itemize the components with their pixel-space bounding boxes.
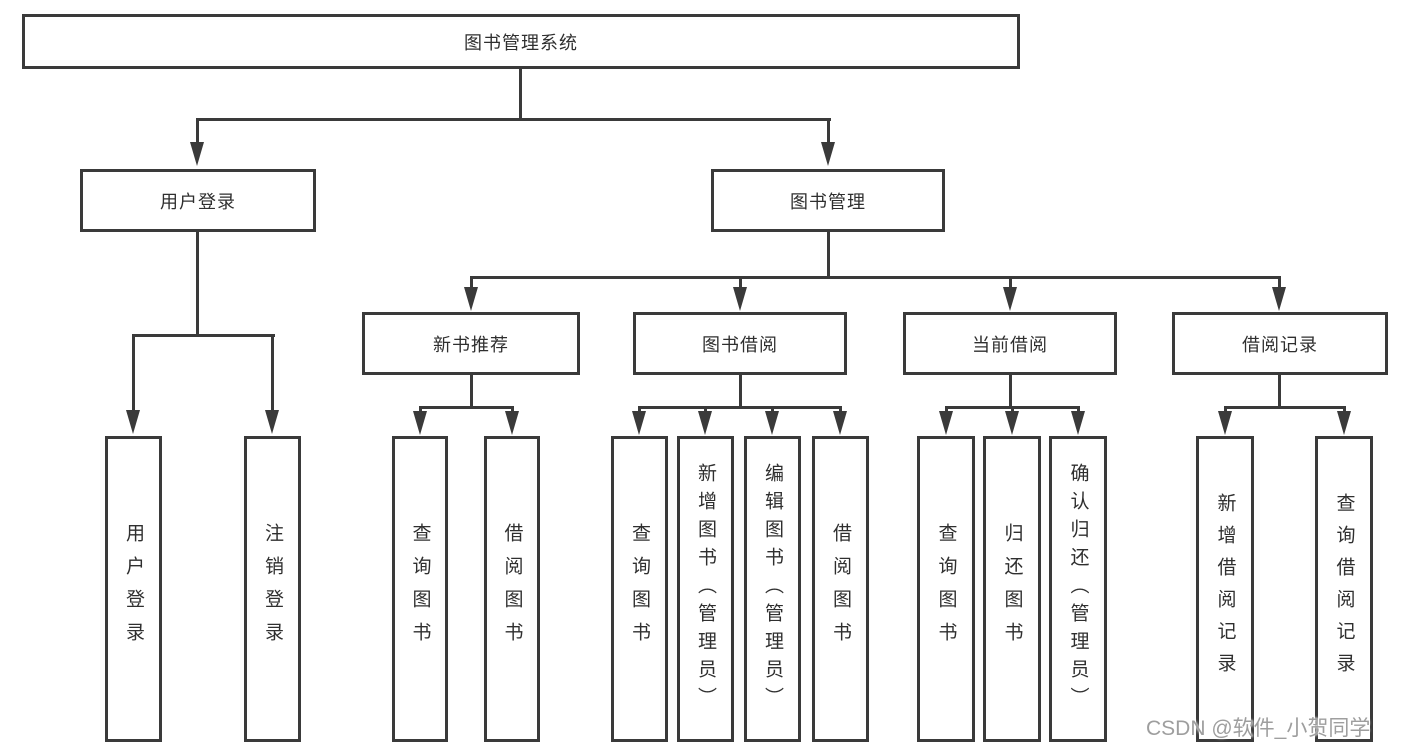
connector-borrowing-bar: [638, 406, 842, 409]
arrowhead-icon: [1071, 411, 1085, 435]
arrowhead-icon: [733, 287, 747, 311]
connector-leaf-drop: [1224, 406, 1227, 415]
arrowhead-icon: [1337, 411, 1351, 435]
leaf-borrow-books-recommend: 借阅图书: [484, 436, 540, 742]
node-borrowing-records-label: 借阅记录: [1242, 334, 1318, 355]
leaf-query-books-recommend: 查询图书: [392, 436, 448, 742]
connector-user-login-stem: [196, 231, 199, 337]
leaf-logout-login-label: 注销登录: [262, 523, 283, 655]
connector-leaf-drop: [945, 406, 948, 415]
node-book-management-label: 图书管理: [790, 191, 866, 212]
arrowhead-icon: [698, 411, 712, 435]
arrowhead-icon: [821, 142, 835, 166]
node-library-management-system: 图书管理系统: [22, 14, 1020, 69]
leaf-borrow-books-borrowing-label: 借阅图书: [830, 523, 851, 655]
node-new-book-recommend-label: 新书推荐: [433, 334, 509, 355]
leaf-edit-books-admin-label: 编辑图书（管理员）: [762, 463, 783, 715]
leaf-return-books: 归还图书: [983, 436, 1041, 742]
arrowhead-icon: [939, 411, 953, 435]
arrowhead-icon: [505, 411, 519, 435]
leaf-borrow-books-borrowing: 借阅图书: [812, 436, 869, 742]
leaf-add-borrow-record: 新增借阅记录: [1196, 436, 1254, 742]
connector-root-stem: [519, 68, 522, 121]
leaf-query-books-recommend-label: 查询图书: [409, 523, 431, 655]
node-current-borrowing: 当前借阅: [903, 312, 1117, 375]
leaf-query-books-current: 查询图书: [917, 436, 975, 742]
connector-root-bar: [196, 118, 831, 121]
node-new-book-recommend: 新书推荐: [362, 312, 580, 375]
connector-borrowing-stem: [739, 374, 742, 409]
connector-records-bar: [1224, 406, 1345, 409]
connector-leaf-drop: [1011, 406, 1014, 415]
arrowhead-icon: [632, 411, 646, 435]
arrowhead-icon: [413, 411, 427, 435]
leaf-add-books-admin-label: 新增图书（管理员）: [695, 463, 716, 715]
connector-leaf-drop: [771, 406, 774, 415]
connector-user-login-bar: [132, 334, 275, 337]
connector-branch-drop: [470, 276, 473, 288]
arrowhead-icon: [1218, 411, 1232, 435]
connector-leaf-drop: [1343, 406, 1346, 415]
leaf-user-login: 用户登录: [105, 436, 162, 742]
arrowhead-icon: [1272, 287, 1286, 311]
connector-book-mgmt-bar: [470, 276, 1281, 279]
node-library-management-system-label: 图书管理系统: [464, 32, 578, 53]
leaf-query-books-borrowing: 查询图书: [611, 436, 668, 742]
connector-book-mgmt-stem: [827, 231, 830, 278]
leaf-return-books-label: 归还图书: [1001, 523, 1023, 655]
connector-leaf-drop: [271, 334, 274, 410]
leaf-user-login-label: 用户登录: [123, 523, 144, 655]
arrowhead-icon: [833, 411, 847, 435]
arrowhead-icon: [126, 410, 140, 434]
connector-records-stem: [1278, 374, 1281, 409]
arrowhead-icon: [1003, 287, 1017, 311]
connector-leaf-drop: [839, 406, 842, 415]
node-book-borrowing-label: 图书借阅: [702, 334, 778, 355]
arrowhead-icon: [464, 287, 478, 311]
arrowhead-icon: [1005, 411, 1019, 435]
connector-leaf-drop: [132, 334, 135, 410]
connector-branch-drop: [1278, 276, 1281, 288]
leaf-query-books-current-label: 查询图书: [935, 523, 957, 655]
leaf-query-borrow-record: 查询借阅记录: [1315, 436, 1373, 742]
connector-current-stem: [1009, 374, 1012, 409]
leaf-add-books-admin: 新增图书（管理员）: [677, 436, 734, 742]
leaf-borrow-books-recommend-label: 借阅图书: [501, 523, 523, 655]
connector-book-mgmt-drop: [827, 118, 830, 146]
node-borrowing-records: 借阅记录: [1172, 312, 1388, 375]
leaf-add-borrow-record-label: 新增借阅记录: [1214, 493, 1236, 685]
leaf-logout-login: 注销登录: [244, 436, 301, 742]
node-book-management: 图书管理: [711, 169, 945, 232]
leaf-query-borrow-record-label: 查询借阅记录: [1333, 493, 1355, 685]
connector-leaf-drop: [511, 406, 514, 415]
node-user-login-label: 用户登录: [160, 191, 236, 212]
connector-branch-drop: [739, 276, 742, 288]
arrowhead-icon: [265, 410, 279, 434]
node-user-login: 用户登录: [80, 169, 316, 232]
node-book-borrowing: 图书借阅: [633, 312, 847, 375]
leaf-query-books-borrowing-label: 查询图书: [629, 523, 650, 655]
arrowhead-icon: [765, 411, 779, 435]
connector-leaf-drop: [1077, 406, 1080, 415]
connector-recommend-bar: [419, 406, 514, 409]
connector-leaf-drop: [419, 406, 422, 415]
connector-leaf-drop: [638, 406, 641, 415]
leaf-confirm-return-admin-label: 确认归还（管理员）: [1067, 463, 1089, 715]
arrowhead-icon: [190, 142, 204, 166]
connector-leaf-drop: [704, 406, 707, 415]
connector-branch-drop: [1009, 276, 1012, 288]
csdn-watermark: CSDN @软件_小贺同学: [1146, 717, 1371, 740]
connector-recommend-stem: [470, 374, 473, 409]
node-current-borrowing-label: 当前借阅: [972, 334, 1048, 355]
leaf-confirm-return-admin: 确认归还（管理员）: [1049, 436, 1107, 742]
leaf-edit-books-admin: 编辑图书（管理员）: [744, 436, 801, 742]
connector-user-login-drop: [196, 118, 199, 146]
